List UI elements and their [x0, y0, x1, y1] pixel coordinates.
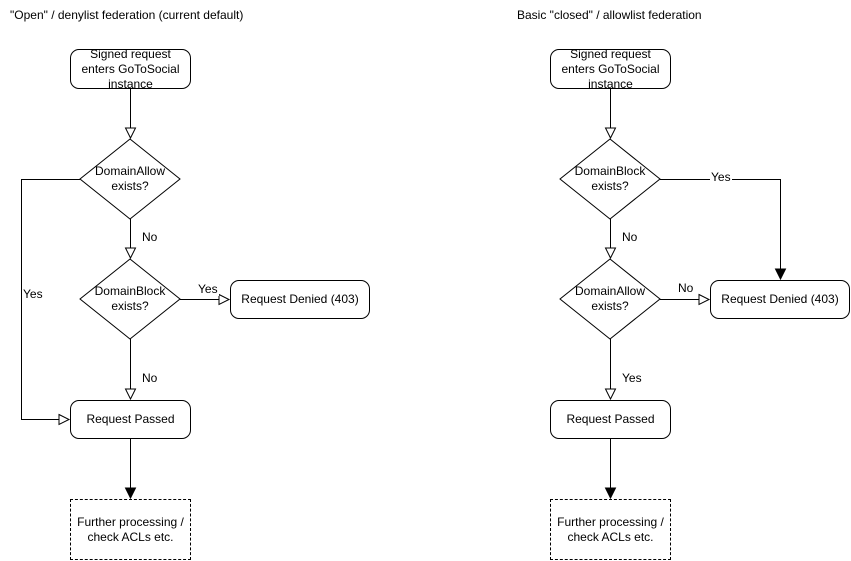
right-domainallow-diamond: [559, 258, 661, 340]
right-request-denied-node: Request Denied (403): [710, 280, 850, 319]
left-edge-domainallow-yes-to-passed: [21, 179, 80, 426]
left-label-domainallow-no: No: [141, 230, 159, 244]
left-domainallow-label: DomainAllow exists?: [94, 164, 166, 193]
right-label-domainallow-yes: Yes: [621, 371, 643, 385]
right-label-domainblock-no: No: [621, 230, 639, 244]
right-domainblock-label: DomainBlock exists?: [574, 164, 646, 193]
right-chart-title: Basic "closed" / allowlist federation: [517, 8, 702, 22]
left-request-denied-node: Request Denied (403): [230, 280, 370, 319]
left-domainblock-label: DomainBlock exists?: [94, 284, 166, 313]
left-label-domainblock-no: No: [141, 371, 159, 385]
left-domainblock-diamond: [79, 258, 181, 340]
right-label-domainallow-no: No: [677, 281, 695, 295]
left-label-domainallow-yes: Yes: [22, 287, 44, 301]
right-start-node: Signed request enters GoToSocial instanc…: [550, 47, 671, 91]
left-chart-title: "Open" / denylist federation (current de…: [10, 8, 244, 22]
right-request-passed-node: Request Passed: [550, 400, 671, 439]
left-label-domainblock-yes: Yes: [197, 282, 219, 296]
right-label-domainblock-yes: Yes: [710, 170, 732, 184]
right-domainallow-label: DomainAllow exists?: [574, 284, 646, 313]
left-further-processing-node: Further processing / check ACLs etc.: [70, 499, 191, 560]
right-further-processing-node: Further processing / check ACLs etc.: [550, 499, 671, 560]
left-start-node: Signed request enters GoToSocial instanc…: [70, 47, 191, 91]
right-edge-domainblock-yes-to-denied: [660, 179, 787, 281]
right-domainblock-diamond: [559, 138, 661, 220]
left-domainallow-diamond: [79, 138, 181, 220]
left-request-passed-node: Request Passed: [70, 400, 191, 439]
